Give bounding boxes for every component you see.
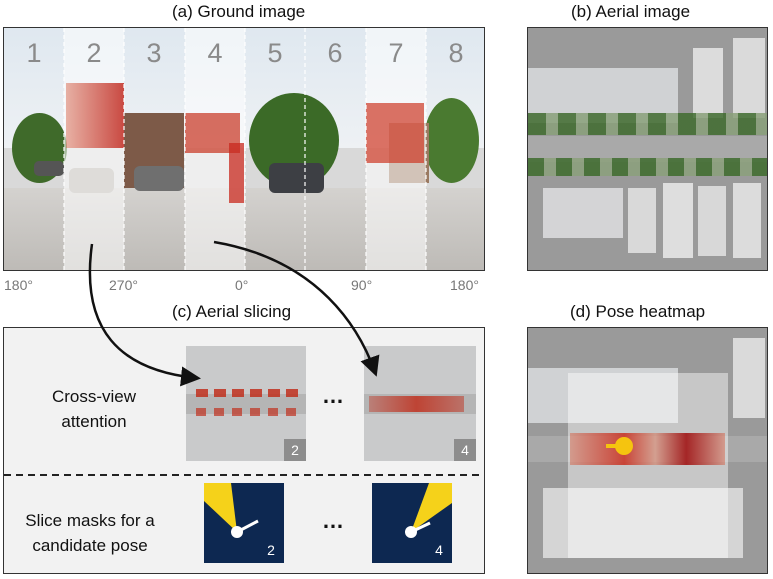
ellipsis: …	[322, 383, 345, 408]
aerial-slicing-panel: Cross-view attention Slice masks for a c…	[3, 327, 485, 574]
slice-number-1: 1	[26, 38, 42, 68]
slice-masks-label: Slice masks for a candidate pose	[25, 511, 155, 555]
car	[134, 166, 184, 191]
mask-badge-4: 4	[435, 542, 443, 558]
tree-row	[528, 158, 767, 176]
tree-row	[528, 113, 767, 135]
slice-number-2: 2	[86, 38, 102, 68]
aerial-image-title: (b) Aerial image	[571, 2, 691, 21]
attention-stripe	[196, 408, 301, 416]
slice-mask-4: 4	[372, 483, 452, 563]
slice-number-5: 5	[267, 38, 283, 68]
rooftops-bottom	[543, 188, 623, 238]
row-separator	[4, 474, 484, 476]
ellipsis: …	[322, 508, 345, 533]
attention-blob-slice-2	[66, 83, 124, 148]
search-region	[568, 373, 728, 558]
degree-label: 90°	[351, 277, 373, 293]
pose-heatmap	[527, 327, 768, 574]
slice-overlay	[64, 28, 124, 270]
slice-number-3: 3	[146, 38, 162, 68]
aerial-image	[527, 27, 768, 271]
slice-number-4: 4	[207, 38, 223, 68]
attention-stripe	[196, 389, 301, 397]
slice-dividers	[63, 28, 427, 270]
attention-map-slice-2: 2	[186, 346, 306, 461]
rooftop	[733, 338, 765, 418]
mask-wedge	[204, 483, 259, 538]
mask-wedge	[405, 483, 452, 538]
rooftop	[733, 38, 765, 118]
tree	[424, 98, 479, 183]
mask-badge-2: 2	[267, 542, 275, 558]
degree-label: 0°	[235, 277, 249, 293]
pose-heatmap-title: (d) Pose heatmap	[570, 302, 706, 321]
heat-band	[570, 433, 725, 465]
rooftop	[693, 48, 723, 118]
attention-blob-slice-7	[366, 103, 424, 163]
car	[269, 163, 324, 193]
slice-number-6: 6	[327, 38, 343, 68]
rooftop	[733, 183, 761, 258]
attention-badge-4: 4	[454, 439, 476, 461]
rooftop	[628, 188, 656, 253]
slice-mask-2: 2	[204, 483, 284, 563]
cross-view-attention-label: Cross-view attention	[51, 387, 137, 431]
rooftop	[698, 186, 726, 256]
degree-label: 180°	[450, 277, 479, 293]
rooftops-top	[528, 368, 678, 423]
degree-label: 180°	[4, 277, 33, 293]
degree-label: 270°	[109, 277, 138, 293]
attention-badge-2: 2	[284, 439, 306, 461]
rooftops-bottom	[543, 488, 743, 558]
slice-number-7: 7	[388, 38, 404, 68]
ground-image-title: (a) Ground image	[172, 2, 306, 21]
slice-number-8: 8	[448, 38, 464, 68]
street	[528, 136, 767, 162]
attention-blob-slice-4b	[229, 143, 244, 203]
pose-marker	[606, 437, 633, 455]
car	[34, 161, 64, 176]
attention-stripe	[369, 396, 464, 412]
rooftop	[663, 183, 693, 258]
ground-panorama: 1 2 3 4 5 6 7 8	[3, 27, 485, 271]
attention-map-slice-4: 4	[364, 346, 476, 461]
aerial-slicing-title: (c) Aerial slicing	[172, 302, 292, 321]
